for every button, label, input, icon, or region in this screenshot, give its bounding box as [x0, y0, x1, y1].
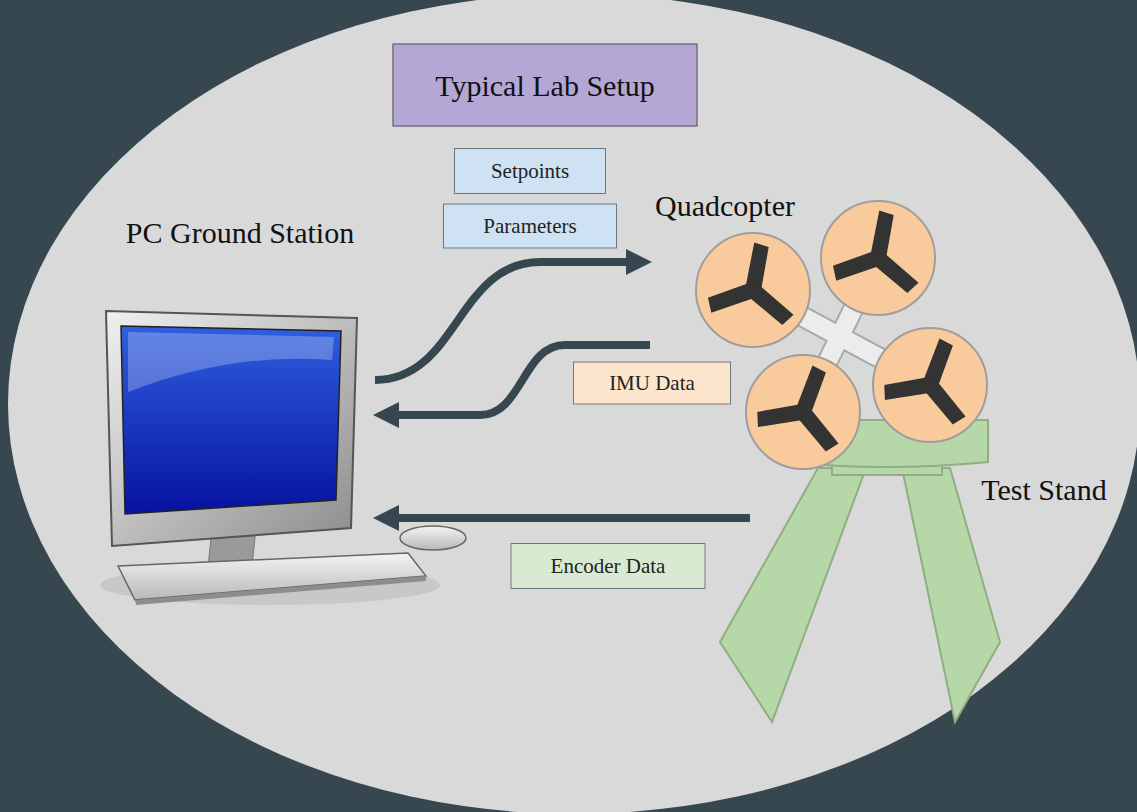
- monitor-bezel: [106, 311, 357, 546]
- data-flow-arrow: [399, 514, 750, 522]
- rotor-disc: [746, 355, 860, 469]
- keyboard-edge: [135, 576, 426, 605]
- title-box: Typical Lab Setup: [393, 44, 698, 127]
- propeller-blade: [831, 248, 886, 281]
- signal-label: Parameters: [443, 204, 617, 249]
- quadcopter: Quadcopter: [650, 188, 990, 473]
- node-heading: Quadcopter: [650, 188, 800, 224]
- signal-label: Setpoints: [454, 148, 606, 194]
- screen-glare: [128, 332, 334, 392]
- node-heading: Test Stand: [968, 472, 1120, 508]
- monitor-screen: [121, 326, 341, 514]
- pc-monitor-illustration: [100, 311, 440, 605]
- pc-ground-station: PC Ground Station: [105, 215, 375, 600]
- test-stand-illustration: [720, 420, 1000, 722]
- rotor-disc: [696, 233, 810, 347]
- rotor-disc: [873, 328, 987, 442]
- rotor-disc: [821, 201, 935, 315]
- signal-label: IMU Data: [573, 362, 731, 405]
- setup-area-ellipse: [8, 0, 1137, 812]
- propeller-blade: [706, 280, 761, 313]
- propeller-blade: [882, 376, 937, 401]
- keyboard-and-mouse: [118, 526, 466, 605]
- test-stand: Test Stand: [750, 420, 1130, 730]
- stand-right-leg: [902, 468, 1000, 722]
- stand-left-leg: [720, 468, 866, 722]
- mouse: [400, 526, 466, 550]
- quadcopter-illustration: [696, 201, 987, 469]
- node-heading: PC Ground Station: [105, 215, 375, 251]
- propeller-blade: [755, 403, 810, 428]
- signal-label: Encoder Data: [511, 543, 706, 589]
